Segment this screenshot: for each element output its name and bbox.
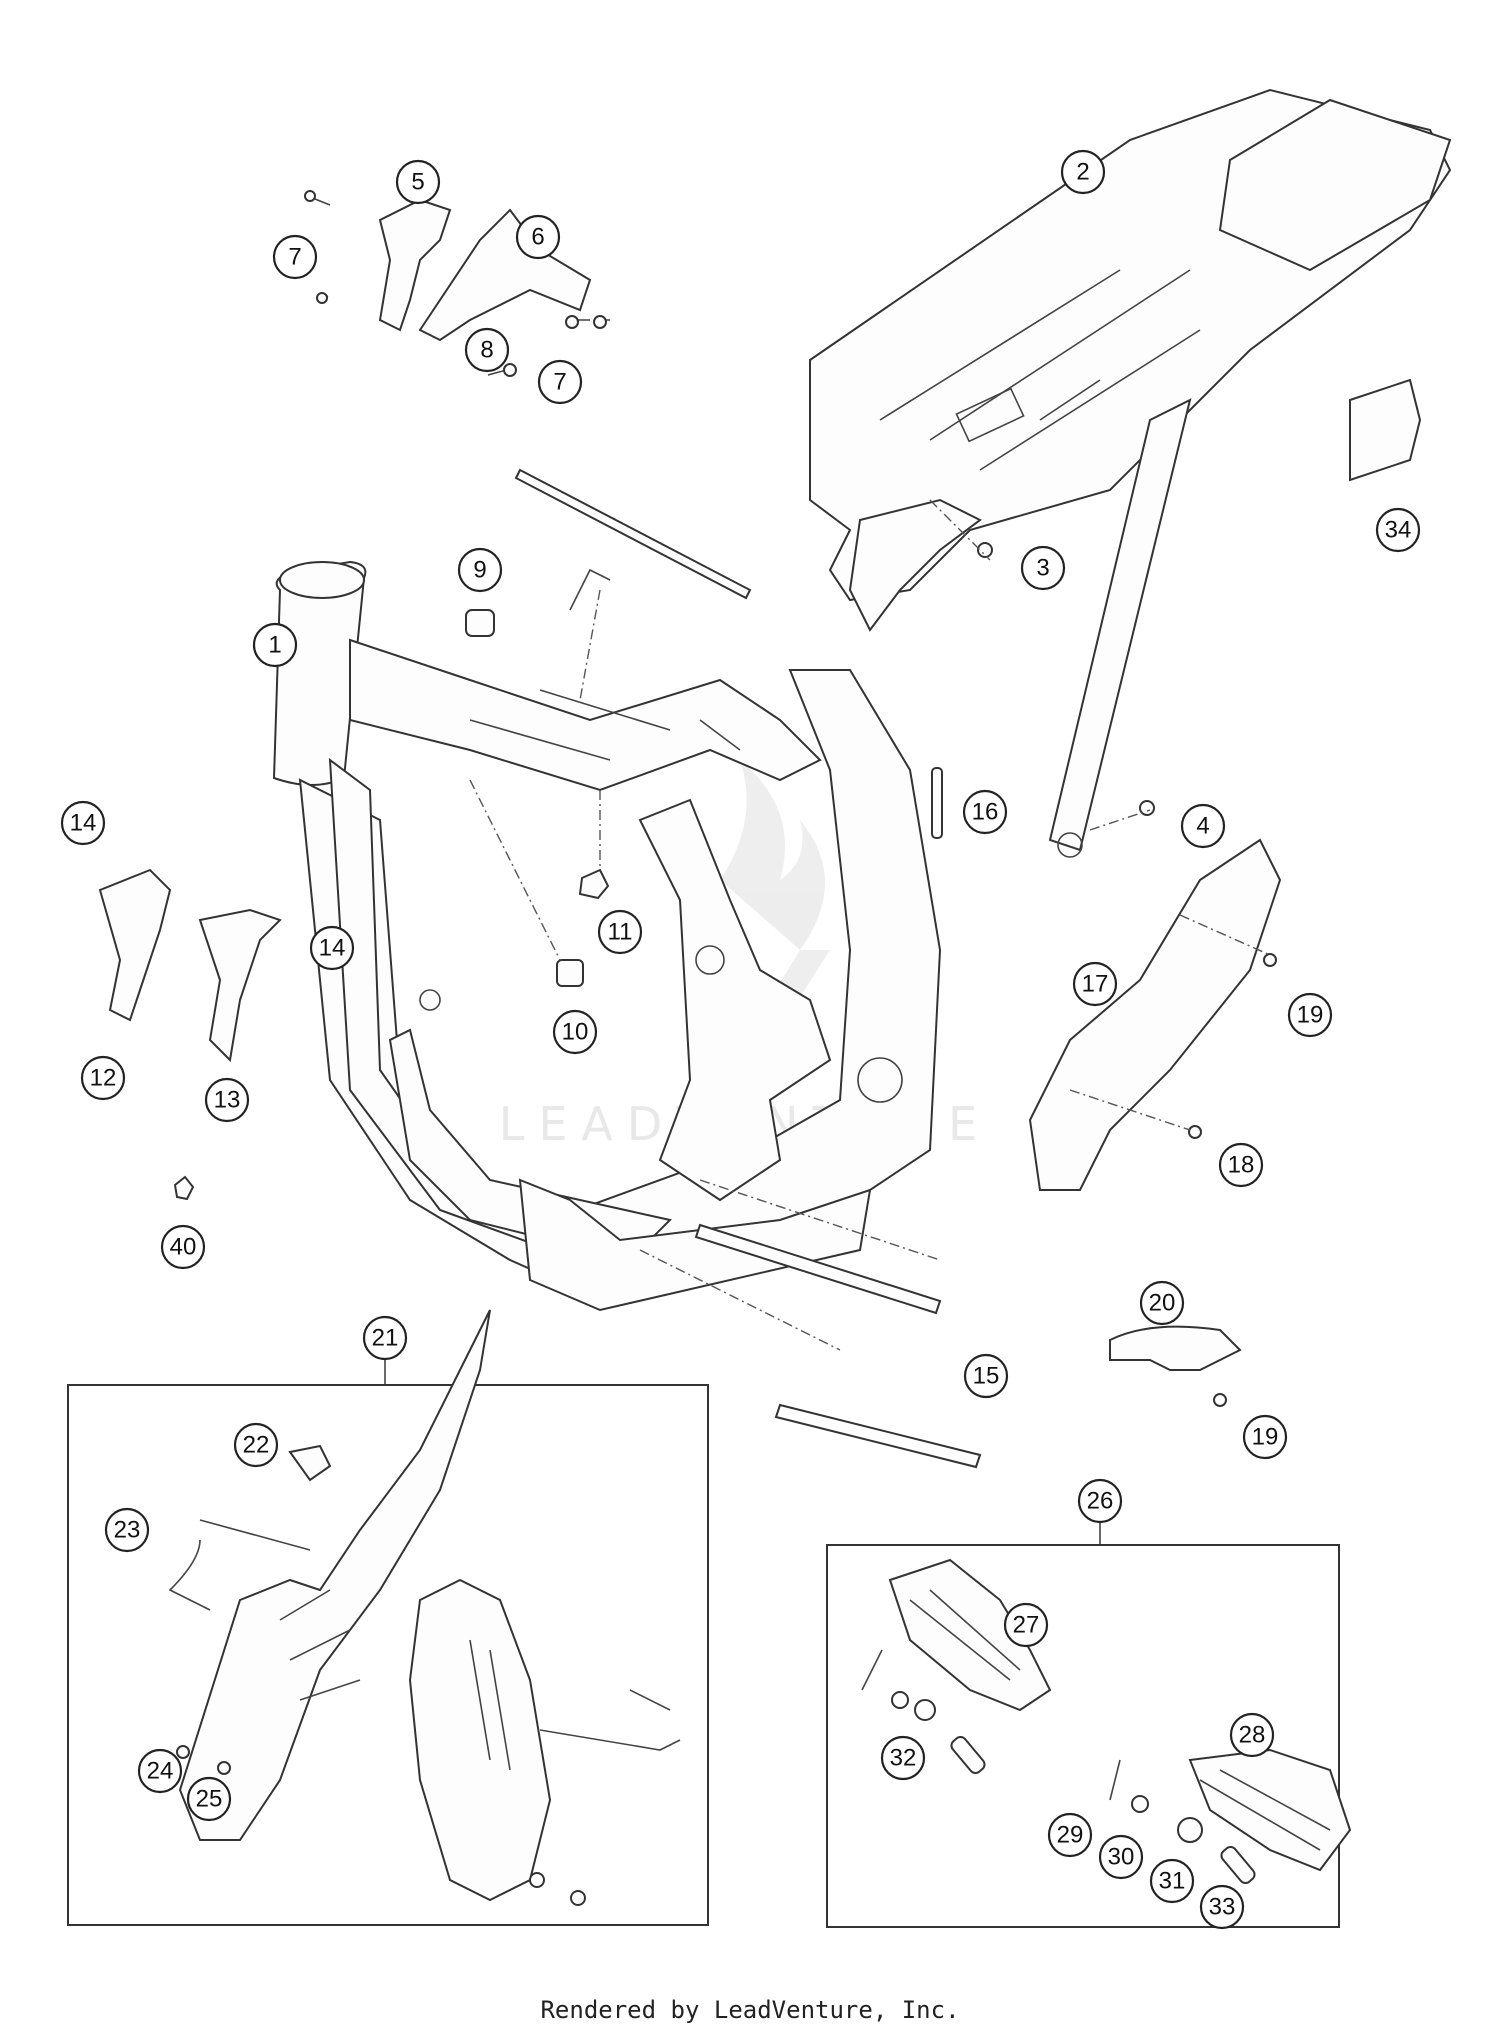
callout-22: 22 [233, 1422, 279, 1468]
svg-text:23: 23 [114, 1517, 141, 1544]
callout-1: 1 [252, 622, 298, 668]
svg-text:7: 7 [288, 244, 301, 271]
callout-6: 6 [515, 214, 561, 260]
callout-27: 27 [1003, 1602, 1049, 1648]
svg-text:5: 5 [411, 169, 424, 196]
callout-34: 34 [1375, 507, 1421, 553]
callout-23: 23 [104, 1507, 150, 1553]
svg-text:32: 32 [890, 1745, 917, 1772]
svg-text:31: 31 [1159, 1868, 1186, 1895]
svg-text:15: 15 [973, 1363, 1000, 1390]
svg-text:20: 20 [1149, 1290, 1176, 1317]
subframe-drawing [809, 88, 1452, 858]
svg-text:28: 28 [1239, 1722, 1266, 1749]
callout-28: 28 [1229, 1712, 1275, 1758]
svg-text:21: 21 [372, 1325, 399, 1352]
svg-text:13: 13 [214, 1087, 241, 1114]
callout-10: 10 [552, 1009, 598, 1055]
svg-text:1: 1 [268, 632, 281, 659]
svg-text:11: 11 [608, 919, 633, 946]
svg-text:8: 8 [480, 337, 493, 364]
callout-3: 3 [1020, 545, 1066, 591]
callout-8: 8 [464, 327, 510, 373]
svg-text:26: 26 [1087, 1488, 1114, 1515]
svg-text:24: 24 [147, 1758, 174, 1785]
callout-18: 18 [1218, 1142, 1264, 1188]
svg-text:19: 19 [1252, 1424, 1279, 1451]
callout-12: 12 [80, 1055, 126, 1101]
svg-text:14: 14 [70, 810, 97, 837]
svg-text:29: 29 [1057, 1822, 1084, 1849]
svg-text:18: 18 [1228, 1152, 1255, 1179]
svg-text:17: 17 [1082, 971, 1109, 998]
callout-9: 9 [457, 547, 503, 593]
callout-30: 30 [1098, 1834, 1144, 1880]
svg-text:12: 12 [90, 1065, 117, 1092]
svg-text:9: 9 [473, 557, 486, 584]
callout-14b: 14 [309, 925, 355, 971]
svg-text:19: 19 [1297, 1002, 1324, 1029]
assembly-lines [469, 499, 1151, 1351]
svg-text:4: 4 [1196, 813, 1209, 840]
main-frame-drawing [272, 560, 942, 1312]
callout-2: 2 [1060, 149, 1106, 195]
svg-text:14: 14 [319, 935, 346, 962]
footer-credit: Rendered by LeadVenture, Inc. [540, 1996, 960, 2024]
callout-31: 31 [1149, 1858, 1195, 1904]
callout-24: 24 [137, 1748, 183, 1794]
callout-7b: 7 [537, 359, 583, 405]
svg-text:33: 33 [1209, 1894, 1236, 1921]
footpeg-kit-box [826, 1522, 1352, 1928]
callout-32: 32 [880, 1735, 926, 1781]
svg-text:22: 22 [243, 1432, 270, 1459]
callout-5: 5 [395, 159, 441, 205]
callout-15: 15 [963, 1353, 1009, 1399]
svg-text:27: 27 [1013, 1612, 1040, 1639]
callout-13: 13 [204, 1077, 250, 1123]
svg-text:2: 2 [1076, 159, 1089, 186]
callout-4: 4 [1180, 803, 1226, 849]
svg-text:10: 10 [562, 1019, 589, 1046]
svg-text:25: 25 [196, 1786, 223, 1813]
callout-21: 21 [362, 1315, 408, 1361]
callout-7a: 7 [272, 234, 318, 280]
callout-40: 40 [160, 1224, 206, 1270]
callout-29: 29 [1047, 1812, 1093, 1858]
svg-text:6: 6 [531, 224, 544, 251]
callout-20: 20 [1139, 1280, 1185, 1326]
callout-25: 25 [186, 1776, 232, 1822]
svg-text:34: 34 [1385, 517, 1412, 544]
svg-text:40: 40 [170, 1234, 197, 1261]
callout-26: 26 [1077, 1478, 1123, 1524]
svg-text:30: 30 [1108, 1844, 1135, 1871]
watermark-flame-icon [720, 760, 825, 950]
callout-33: 33 [1199, 1884, 1245, 1930]
callout-19a: 19 [1287, 992, 1333, 1038]
callout-19b: 19 [1242, 1414, 1288, 1460]
callout-labels: 1 2 3 4 5 6 7 7 8 9 10 11 12 13 14 14 15… [60, 149, 1421, 1930]
svg-text:16: 16 [972, 799, 999, 826]
svg-text:3: 3 [1036, 555, 1049, 582]
small-parts [98, 190, 1422, 1469]
callout-14a: 14 [60, 800, 106, 846]
callout-11: 11 [597, 909, 643, 955]
callout-17: 17 [1072, 961, 1118, 1007]
callout-16: 16 [962, 789, 1008, 835]
frame-protector-kit-box [67, 1309, 709, 1926]
svg-text:7: 7 [553, 369, 566, 396]
